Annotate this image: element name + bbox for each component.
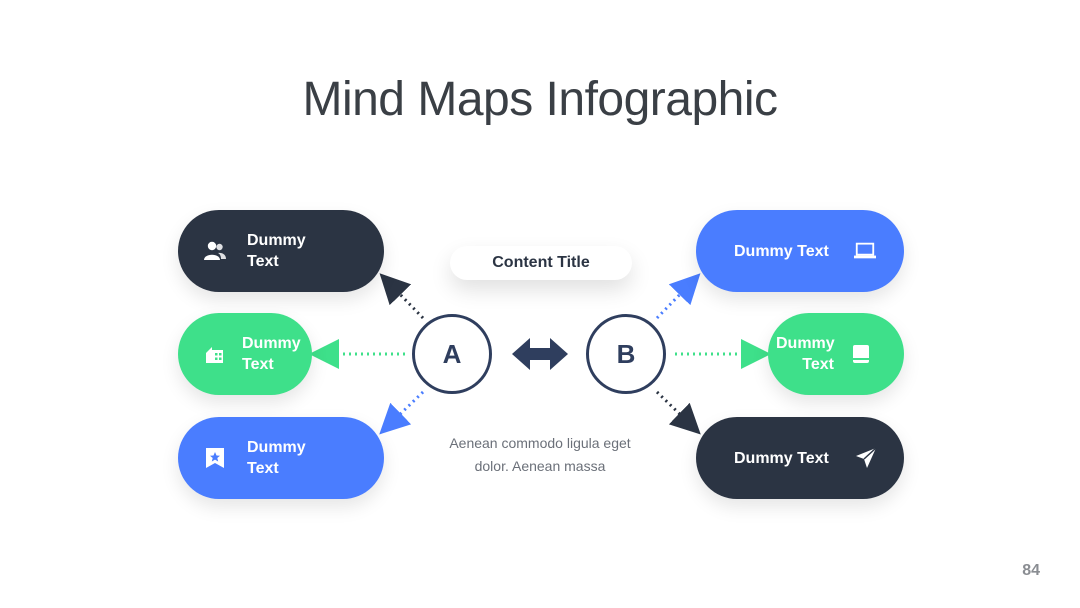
right-item-1-label: Dummy Text [734,242,829,260]
node-b: B [586,314,666,394]
book-icon [850,343,872,365]
page-title: Mind Maps Infographic [302,73,778,126]
users-icon [204,240,226,262]
bookmark-star-icon [204,447,226,469]
right-item-3-label: Dummy Text [734,449,829,467]
building-icon [203,343,225,365]
connector-b-top [655,273,701,320]
content-title: Content Title [450,246,632,280]
connector-b-bottom [655,390,701,435]
connector-a-bottom [379,390,425,435]
right-item-1[interactable]: Dummy Text [696,210,904,292]
laptop-icon [853,240,876,262]
right-item-3[interactable]: Dummy Text [696,417,904,499]
page-number: 84 [1022,562,1040,579]
double-arrow-icon [512,338,568,370]
node-a: A [412,314,492,394]
connector-a-top [379,273,425,320]
paper-plane-icon [855,447,877,469]
